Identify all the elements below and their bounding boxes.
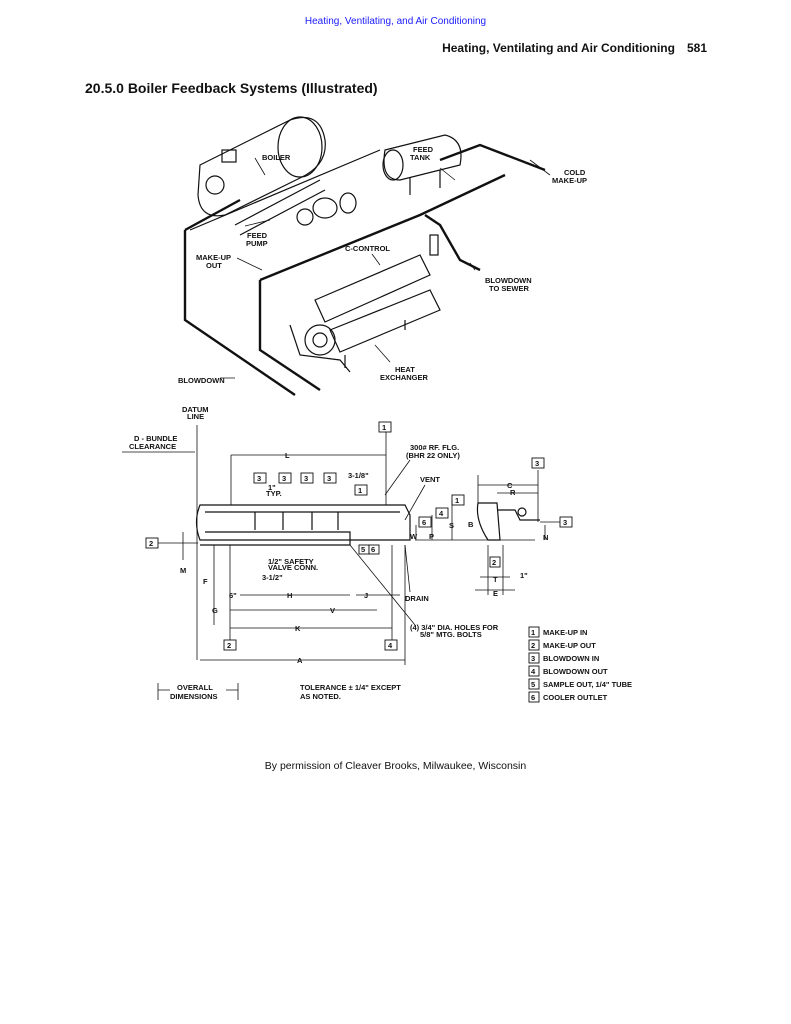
dim-K: K (295, 624, 301, 633)
svg-text:1: 1 (455, 496, 459, 505)
dim-3-1-2: 3-1/2" (262, 573, 283, 582)
callout-1-top (378, 421, 392, 433)
dim-M: M (180, 566, 186, 575)
svg-text:2: 2 (149, 539, 153, 548)
heat-exchanger-drawing (289, 234, 441, 373)
svg-text:3: 3 (563, 518, 567, 527)
figure-caption: By permission of Cleaver Brooks, Milwauk… (264, 760, 527, 772)
svg-text:3: 3 (304, 474, 308, 483)
svg-text:6: 6 (371, 545, 375, 554)
legend-item: SAMPLE OUT, 1/4" TUBE (543, 680, 632, 689)
dim-V: V (330, 606, 335, 615)
dim-N: N (543, 533, 548, 542)
svg-text:1: 1 (358, 486, 362, 495)
header-title: Heating, Ventilating and Air Conditionin… (442, 41, 675, 55)
svg-text:3: 3 (327, 474, 331, 483)
svg-text:2: 2 (227, 641, 231, 650)
svg-text:4: 4 (388, 641, 393, 650)
dim-F: F (203, 577, 208, 586)
boiler-drawing (197, 116, 326, 236)
svg-text:2: 2 (531, 641, 535, 650)
label-blowdown: BLOWDOWN (178, 376, 225, 385)
dim-A: A (297, 656, 303, 665)
dim-R: R (510, 488, 516, 497)
label-flange: 300# RF. FLG.(BHR 22 ONLY) (406, 443, 460, 460)
dim-C: C (507, 481, 513, 490)
page-number: 581 (686, 41, 707, 55)
legend-item: BLOWDOWN OUT (543, 667, 608, 676)
svg-text:5: 5 (361, 545, 365, 554)
svg-text:4: 4 (531, 667, 536, 676)
svg-text:2: 2 (492, 558, 496, 567)
svg-text:3: 3 (531, 654, 535, 663)
dim-H: H (287, 591, 292, 600)
legend-item: COOLER OUTLET (543, 693, 608, 702)
dim-G: G (212, 606, 218, 615)
legend-item: MAKE-UP OUT (543, 641, 596, 650)
dim-W: W (410, 532, 418, 541)
dim-T: T (493, 575, 498, 584)
dim-P: P (429, 532, 434, 541)
running-head: Heating, Ventilating, and Air Conditioni… (304, 16, 487, 27)
feed-tank-drawing (382, 134, 462, 195)
dim-3-1-8: 3-1/8" (348, 471, 369, 480)
feed-pump-drawing (296, 192, 357, 226)
label-vent: VENT (420, 475, 440, 484)
label-c-control: C-CONTROL (345, 244, 390, 253)
dim-1: 1" (520, 571, 528, 580)
dim-S: S (449, 521, 454, 530)
legend-item: BLOWDOWN IN (543, 654, 599, 663)
dim-J: J (364, 591, 368, 600)
dim-6: 6" (229, 591, 237, 600)
end-view: C R B N 3 3 2 T E 1" (468, 457, 573, 598)
svg-text:3: 3 (257, 474, 261, 483)
svg-text:6: 6 (531, 693, 535, 702)
label-boiler: BOILER (262, 153, 291, 162)
dim-L: L (285, 451, 290, 460)
label-drain: DRAIN (405, 594, 429, 603)
svg-text:5: 5 (531, 680, 535, 689)
label-typ: 1"TYP. (266, 483, 282, 498)
callouts-3: 3 3 3 3 (253, 472, 337, 484)
legend-item: MAKE-UP IN (543, 628, 587, 637)
svg-text:3: 3 (282, 474, 286, 483)
svg-text:1: 1 (531, 628, 535, 637)
dim-E: E (493, 589, 498, 598)
svg-text:1: 1 (382, 423, 386, 432)
dim-B: B (468, 520, 474, 529)
section-title: 20.5.0 Boiler Feedback Systems (Illustra… (85, 80, 378, 96)
svg-text:3: 3 (535, 459, 539, 468)
svg-text:4: 4 (439, 509, 444, 518)
svg-text:6: 6 (422, 518, 426, 527)
page-header: Heating, Ventilating and Air Conditionin… (442, 41, 707, 55)
